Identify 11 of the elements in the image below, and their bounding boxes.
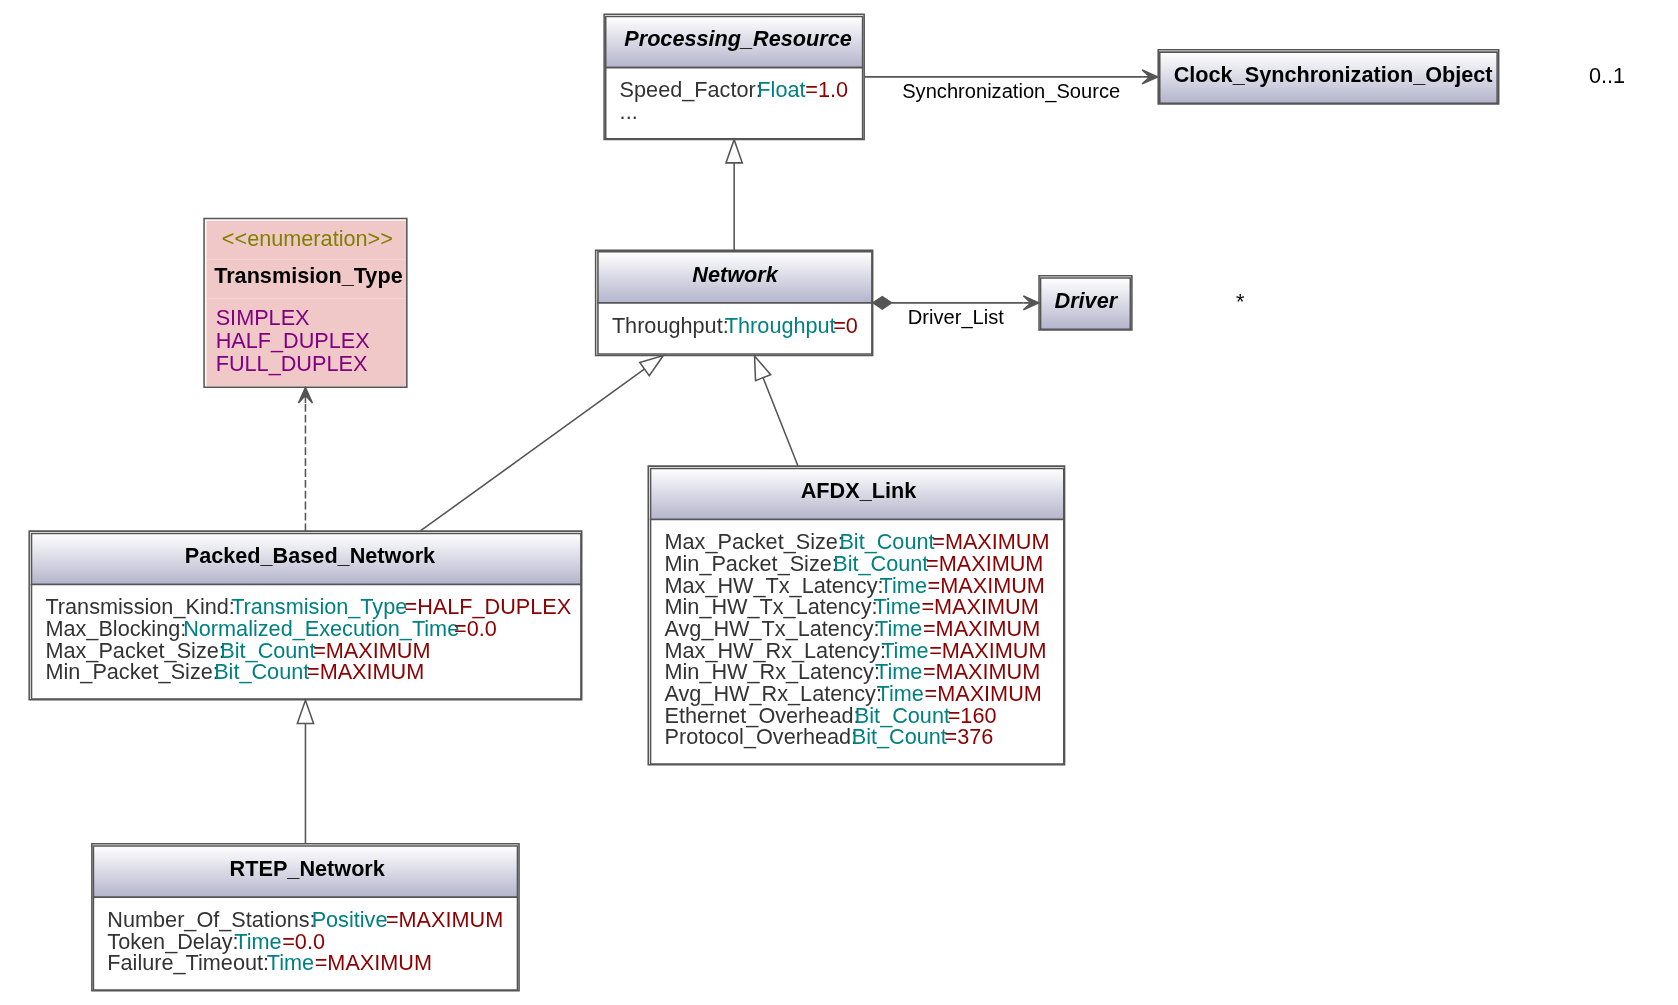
arrow <box>871 295 1040 311</box>
label: 0..1 <box>1588 62 1626 88</box>
arrow <box>863 69 1159 85</box>
arrow <box>297 386 314 532</box>
edge-label: Synchronization_Source <box>902 79 1121 102</box>
label: * <box>1236 288 1245 314</box>
edge-label: Driver_List <box>907 305 1004 328</box>
arrow <box>724 137 744 251</box>
arrow <box>753 353 799 467</box>
arrow <box>296 697 315 845</box>
arrow <box>419 354 666 532</box>
